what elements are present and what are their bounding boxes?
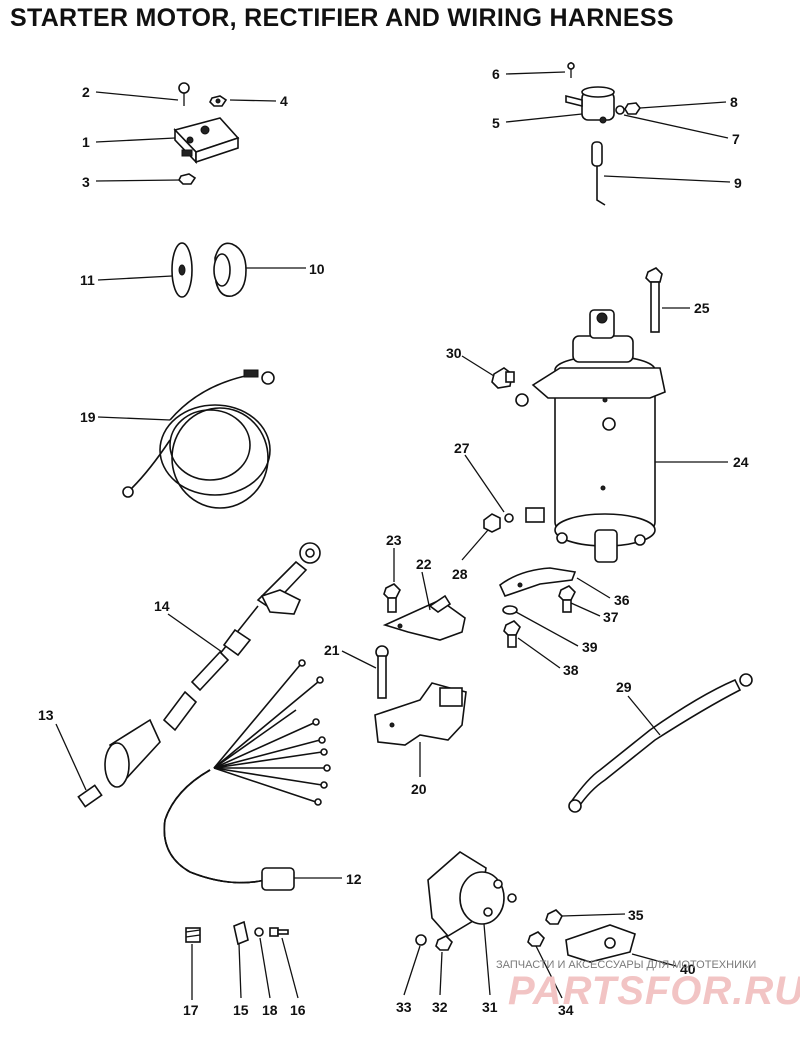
callout-25: 25	[694, 300, 710, 316]
callout-6: 6	[492, 66, 500, 82]
callout-33: 33	[396, 999, 412, 1015]
small-hardware	[185, 920, 289, 946]
terminal-nut-washer	[483, 513, 514, 533]
callout-11: 11	[80, 272, 95, 288]
battery-cable	[568, 673, 753, 813]
callout-29: 29	[616, 679, 632, 695]
callout-1: 1	[82, 134, 90, 150]
callout-21: 21	[324, 642, 340, 658]
main-harness	[163, 659, 331, 891]
callout-10: 10	[309, 261, 325, 277]
starter-motor	[515, 309, 666, 563]
leader-lines	[55, 71, 731, 1000]
callout-39: 39	[582, 639, 598, 655]
callout-27: 27	[454, 440, 470, 456]
callout-12: 12	[346, 871, 362, 887]
callout-4: 4	[280, 93, 288, 109]
diagram-title: STARTER MOTOR, RECTIFIER AND WIRING HARN…	[10, 4, 674, 32]
callout-18: 18	[262, 1002, 278, 1018]
callout-9: 9	[734, 175, 742, 191]
callout-16: 16	[290, 1002, 306, 1018]
callout-2: 2	[82, 84, 90, 100]
callout-37: 37	[603, 609, 619, 625]
callout-24: 24	[733, 454, 749, 470]
bracket-20	[374, 645, 467, 746]
starter-solenoid	[415, 851, 636, 963]
callout-34: 34	[558, 1002, 574, 1018]
plug-part	[491, 367, 515, 389]
through-bolt	[645, 267, 663, 333]
callout-8: 8	[730, 94, 738, 110]
terminal-strap	[499, 567, 577, 648]
callout-3: 3	[82, 174, 90, 190]
callout-5: 5	[492, 115, 500, 131]
watermark-caption: ЗАПЧАСТИ И АКСЕССУАРЫ ДЛЯ МОТОТЕХНИКИ	[496, 959, 756, 971]
switch-assembly	[565, 62, 641, 206]
watermark-brand: PARTSFOR.RU	[508, 969, 800, 1013]
callout-13: 13	[38, 707, 54, 723]
bracket-22	[382, 583, 466, 641]
callout-38: 38	[563, 662, 579, 678]
starter-harness	[77, 542, 321, 808]
callout-23: 23	[386, 532, 402, 548]
callout-28: 28	[452, 566, 468, 582]
callout-19: 19	[80, 409, 96, 425]
ground-wire-coil	[122, 369, 275, 509]
callout-36: 36	[614, 592, 630, 608]
callout-22: 22	[416, 556, 432, 572]
callout-31: 31	[482, 999, 498, 1015]
callout-7: 7	[732, 131, 740, 147]
callout-20: 20	[411, 781, 427, 797]
callout-35: 35	[628, 907, 644, 923]
callout-30: 30	[446, 345, 462, 361]
watermark: ЗАПЧАСТИ И АКСЕССУАРЫ ДЛЯ МОТОТЕХНИКИ PA…	[496, 959, 800, 1013]
callout-17: 17	[183, 1002, 199, 1018]
callout-32: 32	[432, 999, 448, 1015]
callout-40: 40	[680, 961, 696, 977]
callout-15: 15	[233, 1002, 249, 1018]
grommet-parts	[171, 242, 247, 298]
rectifier-assembly	[173, 82, 240, 185]
callout-14: 14	[154, 598, 170, 614]
callout-labels: 2 4 1 3 6 5 8 7 9 11 10 19 30 25 24 27 2…	[38, 66, 749, 1018]
